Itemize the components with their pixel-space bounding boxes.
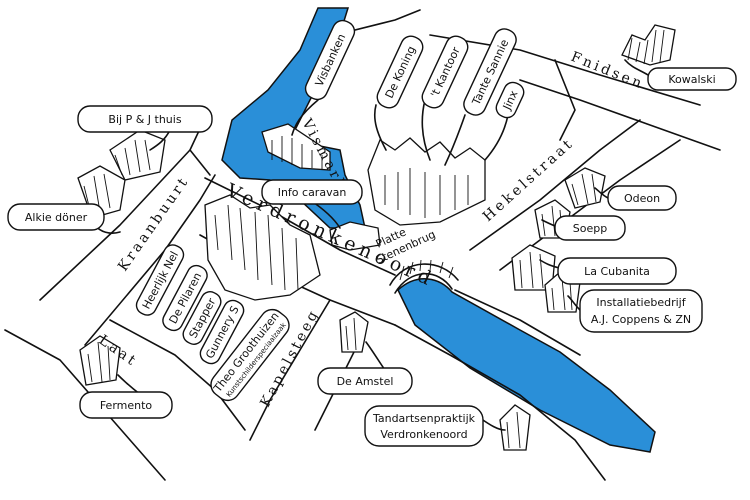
svg-text:Soepp: Soepp	[573, 222, 607, 235]
place-fermento[interactable]: Fermento	[79, 391, 173, 419]
building-kowalski	[621, 24, 676, 66]
place-jinx[interactable]: Jinx	[493, 79, 526, 120]
building-tandarts	[499, 404, 531, 451]
place-de-koning[interactable]: De Koning	[374, 33, 426, 111]
svg-text:De Amstel: De Amstel	[337, 375, 394, 388]
place-info-caravan[interactable]: Info caravan	[261, 179, 363, 205]
place-la-cubanita[interactable]: La Cubanita	[557, 257, 677, 285]
svg-text:Verdronkenoord: Verdronkenoord	[380, 428, 467, 441]
place-tandartsenpraktijk[interactable]: Tandartsenpraktijk Verdronkenoord	[364, 405, 484, 447]
street-lines	[4, 9, 721, 481]
platte-stenenbrug-bridge	[389, 259, 459, 294]
building-row-centre	[367, 137, 486, 226]
svg-text:A.J. Coppens & ZN: A.J. Coppens & ZN	[591, 313, 691, 326]
building-fermento	[79, 335, 121, 386]
svg-text:Odeon: Odeon	[624, 192, 660, 205]
svg-text:Kowalski: Kowalski	[668, 73, 715, 86]
place-t-kantoor[interactable]: 't Kantoor	[419, 33, 471, 111]
building-visbanken	[261, 123, 331, 171]
building-caravan	[329, 221, 381, 251]
building-cubanita	[511, 244, 556, 291]
building-odeon	[564, 167, 606, 209]
building-amstel	[339, 311, 369, 353]
canal-south	[397, 278, 656, 453]
svg-text:Installatiebedrijf: Installatiebedrijf	[596, 296, 686, 309]
place-de-amstel[interactable]: De Amstel	[317, 367, 413, 395]
svg-text:La Cubanita: La Cubanita	[584, 265, 650, 278]
svg-text:Alkie döner: Alkie döner	[25, 211, 88, 224]
svg-text:Tandartsenpraktijk: Tandartsenpraktijk	[372, 412, 476, 425]
building-bij-pj	[109, 129, 166, 181]
buildings	[77, 24, 676, 451]
place-kowalski[interactable]: Kowalski	[647, 67, 737, 91]
place-installatiebedrijf[interactable]: Installatiebedrijf A.J. Coppens & ZN	[579, 289, 703, 333]
building-row-west	[204, 194, 321, 301]
place-soepp[interactable]: Soepp	[554, 215, 626, 241]
place-bij-p-j-thuis[interactable]: Bij P & J thuis	[77, 105, 213, 133]
place-alkie-doner[interactable]: Alkie döner	[7, 203, 105, 231]
svg-text:Info caravan: Info caravan	[278, 186, 347, 199]
svg-text:Bij P & J thuis: Bij P & J thuis	[108, 113, 181, 126]
place-odeon[interactable]: Odeon	[607, 185, 677, 211]
svg-text:Fermento: Fermento	[100, 399, 153, 412]
